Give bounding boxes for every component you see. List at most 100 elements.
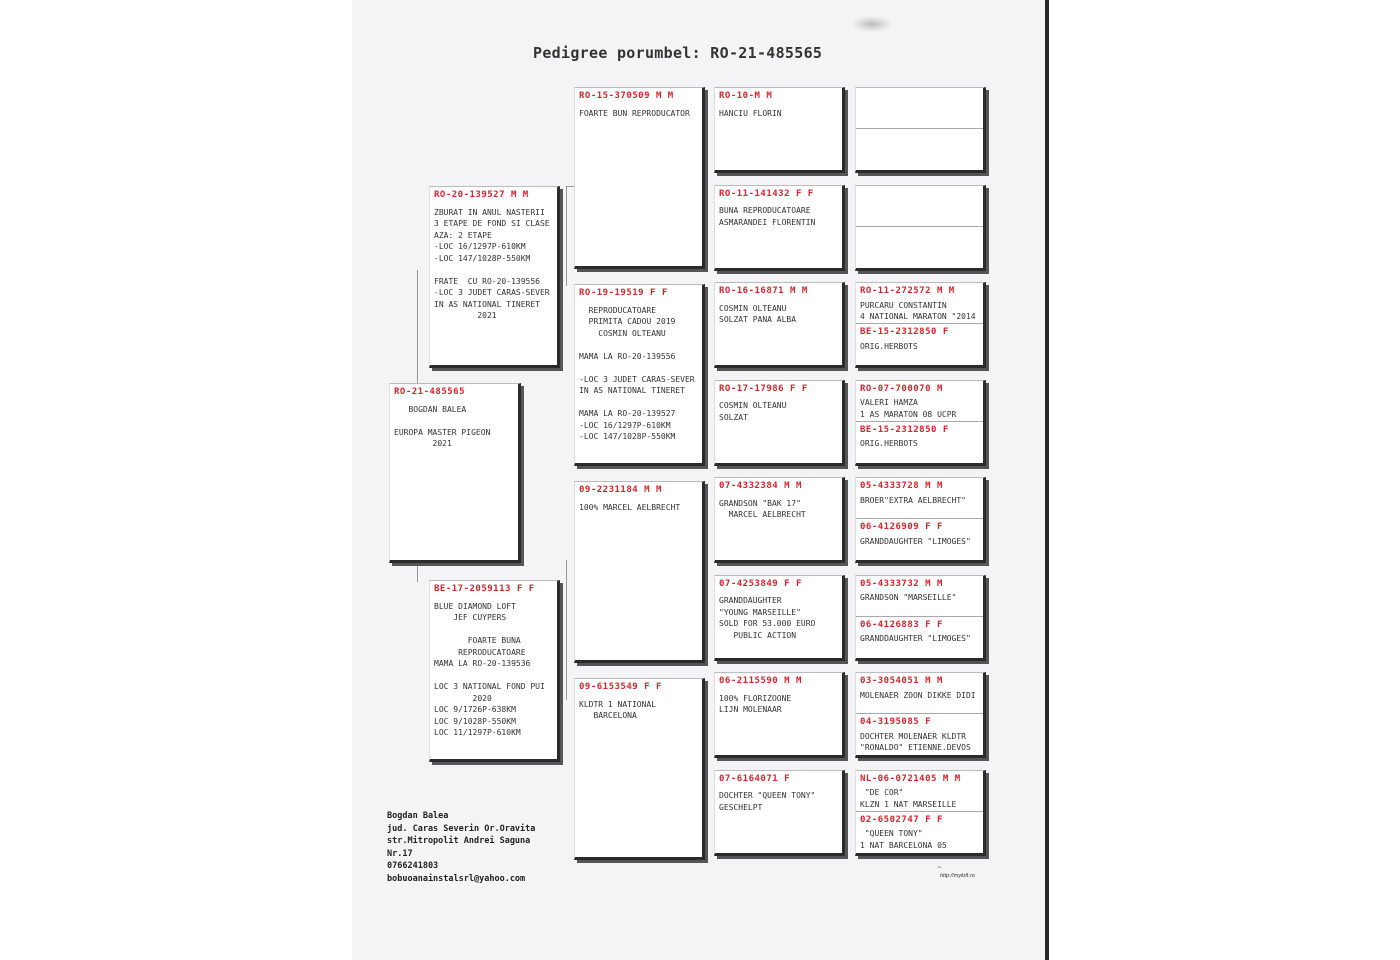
- gen3-card: RO-19-19519 F F REPRODUCATOARE PRIMITA C…: [574, 284, 705, 466]
- pigeon-info-line: LOC 9/1028P-550KM: [434, 716, 516, 726]
- pigeon-info-line: 2020: [434, 693, 492, 703]
- gen5-top-half: 05-4333732 M M GRANDSON "MARSEILLE": [856, 576, 983, 616]
- pigeon-info-line: [579, 397, 698, 409]
- pigeon-info-line: -LOC 3 JUDET CARAS-SEVER: [434, 288, 550, 297]
- pigeon-info-line: "DE COR": [860, 788, 904, 797]
- gen5-bottom-half: BE-15-2312850 F ORIG.HERBOTS: [856, 420, 983, 462]
- pigeon-info-line: -LOC 16/1297P-610KM: [434, 242, 526, 251]
- pigeon-info-line: [434, 264, 553, 276]
- pigeon-id: RO-19-19519 F F: [579, 288, 668, 298]
- gen3-card: RO-15-370509 M M FOARTE BUN REPRODUCATOR: [574, 87, 705, 269]
- pigeon-info-line: -LOC 3 JUDET CARAS-SEVER: [579, 374, 695, 384]
- pigeon-info-line: VALERI HAMZA: [860, 398, 918, 407]
- pigeon-info-line: 100% FLORIZOONE: [719, 693, 792, 703]
- pigeon-info-line: SOLZAT: [719, 412, 748, 422]
- pigeon-info-line: PUBLIC ACTION: [719, 630, 797, 640]
- pigeon-id: 07-4253849 F F: [719, 578, 802, 589]
- pigeon-info-line: [434, 670, 553, 682]
- connector-line: [566, 186, 567, 266]
- pigeon-info-line: DOCHTER MOLENAER KLDTR: [860, 731, 966, 741]
- gen5-card: RO-07-700070 M VALERI HAMZA 1 AS MARATON 0…: [855, 379, 986, 466]
- contact-line: jud. Caras Severin Or.Oravita: [387, 823, 536, 834]
- paper-smudge: [852, 16, 892, 32]
- pigeon-info-line: 4 NATIONAL MARATON "2014: [860, 312, 976, 321]
- pigeon-id: 06-2115590 M M: [719, 676, 802, 686]
- pigeon-id: RO-15-370509 M M: [579, 91, 674, 101]
- sire-card: RO-20-139527 M M ZBURAT IN ANUL NASTERII…: [429, 186, 560, 368]
- pigeon-info-line: FOARTE BUNA: [434, 636, 521, 645]
- pigeon-info-line: 2021: [434, 311, 497, 320]
- gen5-card: [855, 87, 986, 173]
- gen5-top-half: [856, 186, 983, 226]
- pigeon-info-line: LOC 3 NATIONAL FOND PUI: [434, 682, 545, 691]
- source-url: http://myloft.ro: [940, 873, 975, 879]
- pigeon-info-line: ZBURAT IN ANUL NASTERII: [434, 207, 545, 217]
- gen4-card: RO-11-141432 F F BUNA REPRODUCATOARE ASMAR…: [714, 184, 845, 271]
- pigeon-info-line: KLZN 1 NAT MARSEILLE: [860, 799, 957, 809]
- gen4-card: 06-2115590 M M 100% FLORIZOONE LIJN MOLENA…: [714, 672, 845, 758]
- gen5-card: [855, 184, 986, 271]
- pigeon-info-line: BUNA REPRODUCATOARE: [719, 206, 811, 215]
- pigeon-id: BE-15-2312850 F: [860, 424, 949, 435]
- pigeon-info-line: GRANDSON "BAK 17": [719, 498, 801, 508]
- pigeon-info-line: HANCIU FLORIN: [719, 108, 782, 118]
- connector-line: [566, 560, 567, 700]
- pigeon-info-line: GRANDSON "MARSEILLE": [860, 593, 957, 602]
- pigeon-info-line: GRANDDAUGHTER: [719, 596, 782, 605]
- pigeon-id: RO-20-139527 M M: [434, 190, 529, 200]
- pigeon-info-line: LOC 11/1297P-610KM: [434, 728, 521, 737]
- pigeon-id: RO-07-700070 M: [860, 383, 943, 394]
- pigeon-id: 05-4333732 M M: [860, 578, 943, 589]
- pigeon-id: BE-17-2059113 F F: [434, 584, 535, 594]
- pigeon-info-line: EUROPA MASTER PIGEON: [394, 427, 491, 437]
- contact-line: Nr.17: [387, 848, 413, 859]
- contact-line: 0766241803: [387, 861, 439, 871]
- pigeon-id: RO-17-17986 F F: [719, 383, 808, 394]
- pigeon-info-line: COSMIN OLTEANU: [579, 328, 666, 338]
- gen5-top-half: RO-07-700070 M VALERI HAMZA 1 AS MARATON 0…: [856, 381, 983, 421]
- pigeon-id: 02-6502747 F F: [860, 814, 943, 825]
- pigeon-id: 05-4333728 M M: [860, 481, 943, 491]
- pigeon-id: RO-11-141432 F F: [719, 188, 814, 199]
- pigeon-id: RO-16-16871 M M: [719, 286, 808, 296]
- gen5-card: NL-06-0721405 M M "DE COR"KLZN 1 NAT MAR…: [855, 769, 986, 856]
- breeder-contact: Bogdan Balea jud. Caras Severin Or.Oravit…: [387, 810, 535, 885]
- contact-line: Bogdan Balea: [387, 811, 449, 821]
- pigeon-info-line: [579, 339, 698, 351]
- pigeon-id: 06-4126883 F F: [860, 619, 943, 630]
- connector-line: [566, 186, 574, 187]
- pigeon-info-line: [579, 362, 698, 374]
- pigeon-info-line: LIJN MOLENAAR: [719, 705, 782, 714]
- contact-line: bobuoanainstalsrl@yahoo.com: [387, 873, 526, 884]
- pigeon-info-line: IN AS NATIONAL TINERET: [579, 386, 685, 395]
- pigeon-info-line: MARCEL AELBRECHT: [719, 510, 806, 519]
- pigeon-info-line: 100% MARCEL AELBRECHT: [579, 502, 681, 512]
- pigeon-id: 06-4126909 F F: [860, 522, 943, 532]
- pigeon-id: 07-6164071 F: [719, 773, 791, 784]
- contact-line: str.Mitropolit Andrei Saguna: [387, 836, 531, 846]
- pigeon-info-line: MOLENAER ZOON DIKKE DIDI: [860, 690, 976, 700]
- pigeon-info-line: FOARTE BUN REPRODUCATOR: [579, 108, 690, 118]
- pigeon-info-line: ORIG.HERBOTS: [860, 439, 918, 448]
- pigeon-info-line: REPRODUCATOARE: [579, 305, 657, 315]
- gen5-top-half: [856, 88, 983, 128]
- pigeon-info-line: MAMA LA RO-20-139527: [579, 409, 676, 418]
- connector-line: [417, 560, 418, 582]
- pigeon-info-line: ASMARANDEI FLORENTIN: [719, 217, 816, 227]
- subject-card: RO-21-485565 BOGDAN BALEA EUROPA MASTER …: [389, 383, 521, 563]
- pigeon-info-line: MAMA LA RO-20-139536: [434, 659, 531, 668]
- pigeon-info-line: COSMIN OLTEANU: [719, 303, 787, 313]
- pigeon-id: RO-11-272572 M M: [860, 286, 955, 296]
- pigeon-info-line: 1 AS MARATON 08 UCPR: [860, 409, 957, 419]
